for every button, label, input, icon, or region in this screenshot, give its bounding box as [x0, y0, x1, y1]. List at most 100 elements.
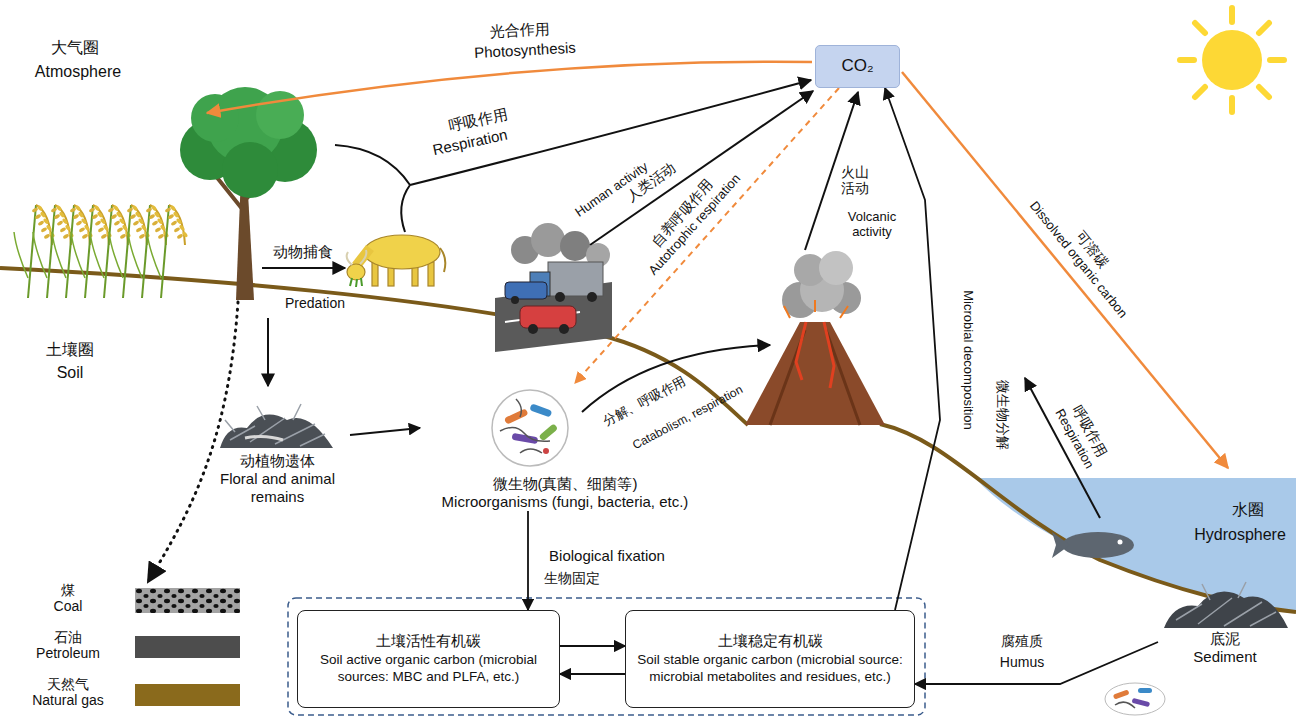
drawing-part [110, 213, 117, 219]
drawing-part [59, 211, 66, 218]
drawing-part [356, 248, 370, 266]
remains-figure: 动植物遗体Floral and animal remains [205, 390, 350, 506]
drawing-part [560, 231, 590, 261]
drawing-part [113, 204, 120, 211]
drawing-part [428, 262, 434, 286]
arrow-label: Biological fixation [549, 547, 665, 564]
box-body: Soil active organic carbon (microbial so… [306, 652, 551, 686]
drawing-part [81, 233, 88, 239]
drawing-part [1115, 702, 1135, 708]
volcano [745, 251, 885, 425]
drawing-part [157, 233, 164, 239]
drawing-part [511, 296, 519, 304]
drawing-part [40, 211, 47, 218]
drawing-part [350, 278, 362, 287]
microbe-figure: 微生物(真菌、细菌等)Microorganisms (fungi, bacter… [420, 383, 710, 511]
drawing-part [78, 227, 85, 233]
drawing-part [148, 213, 155, 219]
drawing-part [176, 218, 183, 225]
diagram-label: 动物捕食 [273, 243, 333, 260]
drawing-part [113, 220, 120, 226]
drawing-part [47, 205, 55, 298]
figure-title-cn: 动植物遗体 [205, 452, 350, 470]
drawing-part [410, 80, 811, 185]
legend-swatch [135, 588, 240, 613]
ground-line [0, 268, 1296, 612]
drawing-part [131, 205, 147, 245]
drawing-part [66, 205, 74, 298]
diagram-label: Volcanic activity [832, 210, 912, 240]
drawing-part [81, 218, 88, 225]
drawing-part [548, 262, 603, 296]
formula: CO₂ [841, 56, 873, 76]
drawing-part [1164, 592, 1288, 628]
drawing-part [205, 390, 350, 452]
drawing-part [154, 227, 161, 233]
drawing-part [141, 224, 148, 231]
drawing-part [167, 213, 174, 219]
flow-arrow [560, 673, 625, 675]
drawing-part [69, 207, 76, 213]
drawing-part [50, 207, 57, 213]
drawing-part [71, 232, 85, 278]
drawing-part [129, 213, 136, 219]
drawing-part [796, 322, 834, 388]
drawing-part [52, 232, 66, 278]
diagram-label: 微生物分解 [995, 380, 1011, 450]
drawing-part [97, 211, 104, 218]
carbon-pool-box: 土壤稳定有机碳Soil stable organic carbon (micro… [625, 610, 915, 708]
drawing-part [538, 423, 558, 441]
flow-arrow [885, 88, 940, 610]
figure-title-en: Microorganisms (fungi, bacteria, etc.) [420, 493, 710, 511]
drawing-part [37, 220, 44, 226]
drawing-part [492, 390, 568, 466]
drawing-part [112, 205, 128, 245]
drawing-part [335, 145, 410, 232]
drawing-part [154, 211, 161, 218]
drawing-part [1138, 688, 1152, 693]
legend-text: 煤 Coal [47, 582, 89, 614]
drawing-part [116, 211, 123, 218]
flow-arrows [148, 62, 1228, 582]
flow-arrow [350, 428, 420, 435]
drawing-part [119, 233, 126, 239]
sun [1180, 8, 1284, 112]
drawing-part [1113, 689, 1130, 699]
drawing-part [440, 248, 445, 272]
diagram-label: Dissolved organic carbon [1026, 199, 1130, 322]
drawing-part [74, 205, 90, 245]
legend-text: 天然气 Natural gas [25, 676, 111, 708]
diagram-label: 生物固定 [544, 570, 600, 586]
drawing-part [104, 205, 112, 298]
drawing-part [135, 227, 142, 233]
drawing-part [819, 251, 853, 285]
drawing-part [122, 224, 129, 231]
drawing-part [90, 232, 104, 278]
figure-title-cn: 底泥 [1158, 630, 1292, 648]
drawing-part [40, 227, 47, 233]
drawing-part [559, 324, 569, 334]
drawing-part [43, 218, 50, 225]
drawing-part [75, 204, 82, 211]
drawing-part [262, 267, 345, 269]
drawing-part [14, 232, 28, 278]
flow-arrow [527, 511, 529, 610]
drawing-part [31, 207, 38, 213]
drawing-part [504, 408, 529, 424]
drawing-part [173, 227, 180, 233]
drawing-part [46, 224, 53, 231]
drawing-part [1202, 30, 1262, 90]
sediment-icon [1158, 572, 1292, 630]
drawing-part [135, 588, 240, 613]
box-title: 土壤活性有机碳 [306, 632, 551, 650]
drawing-part [56, 204, 63, 211]
drawing-part [65, 224, 72, 231]
drawing-part [109, 232, 123, 278]
drawing-part [191, 94, 239, 142]
drawing-part [347, 264, 365, 280]
drawing-part [543, 448, 549, 454]
drawing-part [1180, 8, 1284, 112]
drawing-part [116, 227, 123, 233]
drawing-part [182, 231, 189, 238]
remains-icon [205, 390, 350, 452]
